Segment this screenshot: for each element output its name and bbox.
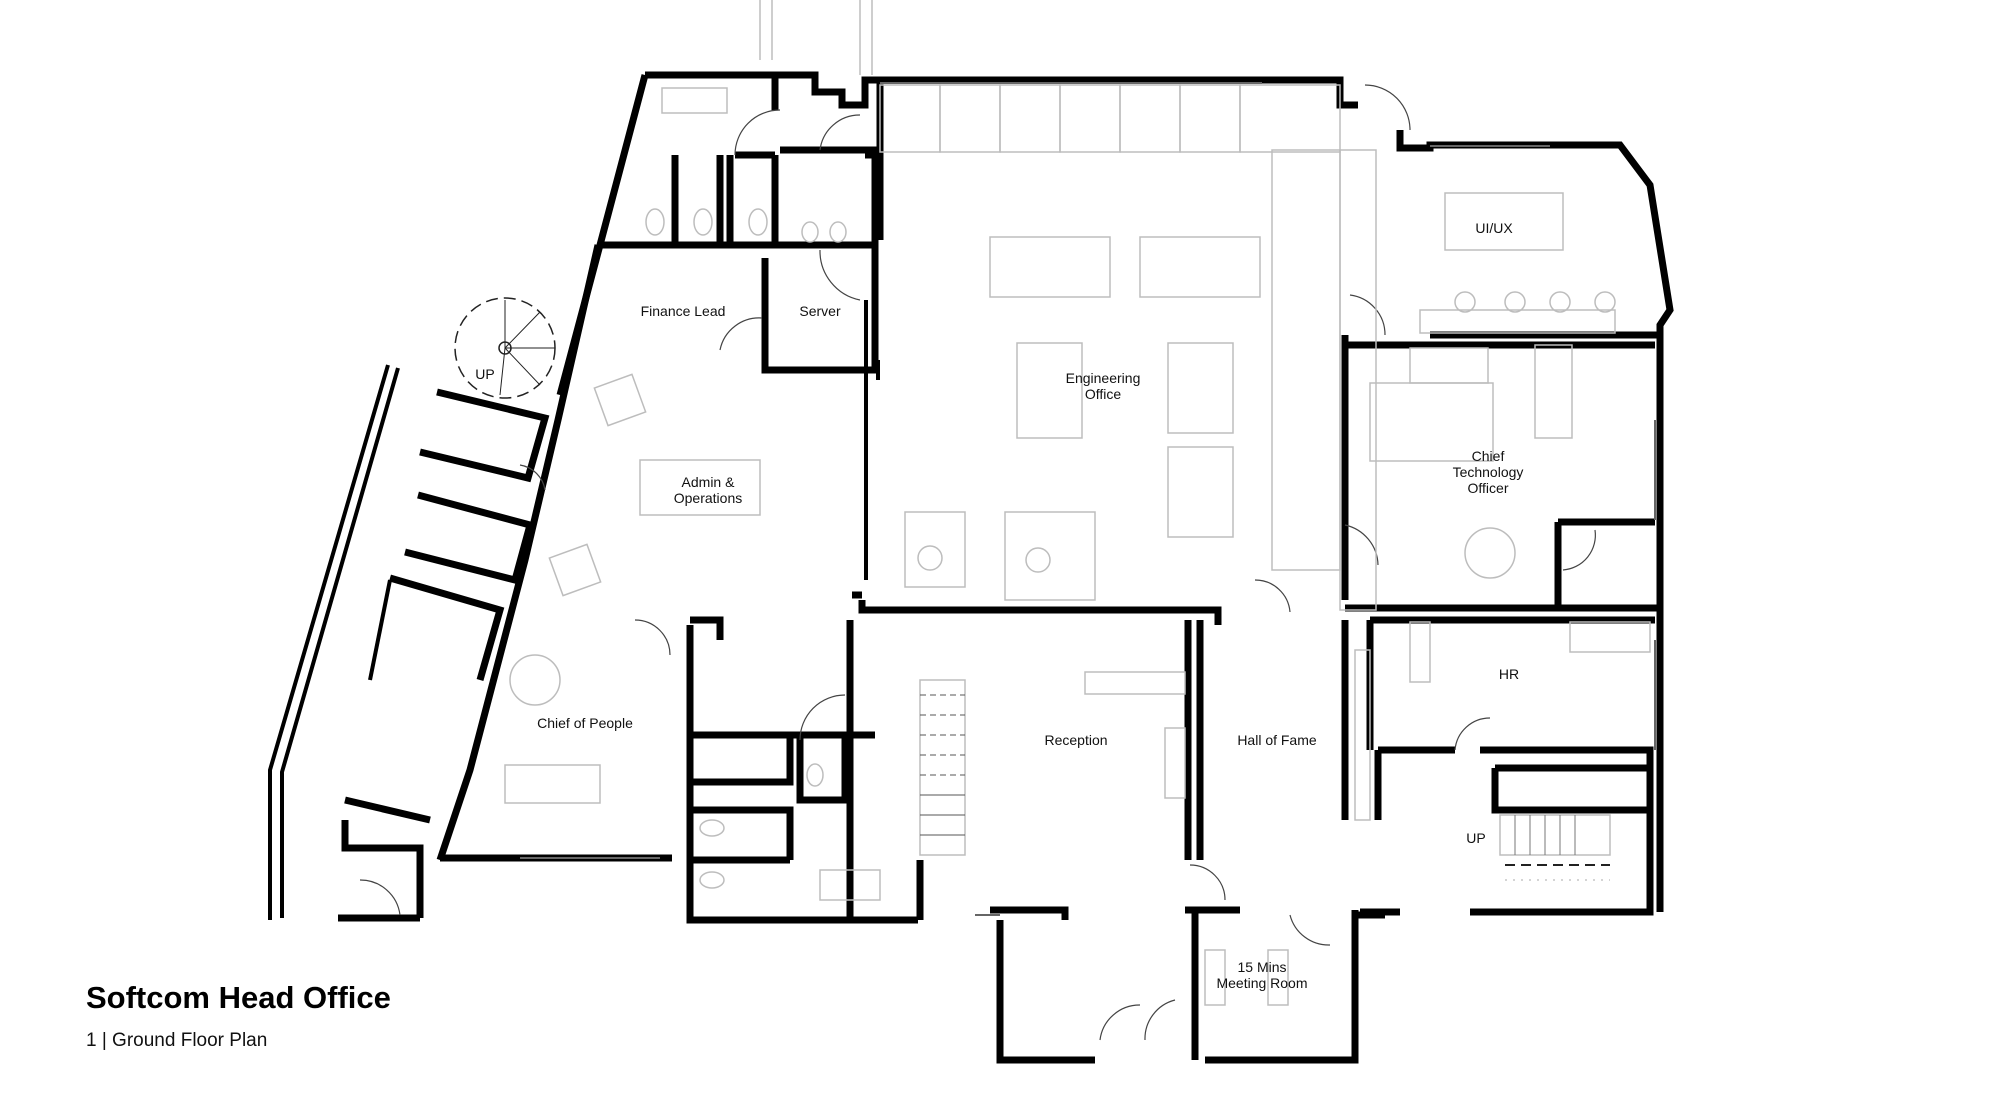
meeting-room-furniture xyxy=(1204,949,1289,1006)
uiux-furniture xyxy=(1419,192,1616,334)
hr-furniture xyxy=(1354,621,1651,821)
label-cto-3: Officer xyxy=(1468,480,1509,496)
cto-furniture xyxy=(1369,344,1573,579)
windows xyxy=(520,82,1656,916)
label-meeting-room-1: 15 Mins xyxy=(1237,959,1286,975)
label-hall-of-fame: Hall of Fame xyxy=(1237,732,1317,748)
label-meeting-room-2: Meeting Room xyxy=(1216,975,1307,991)
label-admin-1: Admin & xyxy=(682,474,736,490)
spiral-stair xyxy=(454,297,556,399)
label-server: Server xyxy=(799,303,841,319)
site-lines xyxy=(759,0,873,75)
label-spiral-stair-up: UP xyxy=(475,366,494,382)
admin-desk xyxy=(548,373,761,597)
label-cto-2: Technology xyxy=(1453,464,1524,480)
label-hr: HR xyxy=(1499,666,1519,682)
label-finance-lead: Finance Lead xyxy=(641,303,726,319)
reception-stair xyxy=(919,679,966,856)
label-engineering-2: Office xyxy=(1085,386,1122,402)
label-ui-ux: UI/UX xyxy=(1475,220,1513,236)
doors xyxy=(359,84,1596,1041)
label-admin-2: Operations xyxy=(674,490,742,506)
drawing-subtitle: 1 | Ground Floor Plan xyxy=(86,1030,268,1051)
window-benches xyxy=(879,84,1341,153)
label-cto-1: Chief xyxy=(1472,448,1505,464)
label-east-stair-up: UP xyxy=(1466,830,1485,846)
label-chief-of-people: Chief of People xyxy=(537,715,633,731)
room-labels: Finance Lead Server Engineering Office U… xyxy=(475,220,1523,991)
chief-of-people-furniture xyxy=(504,654,601,804)
toilet-fixtures xyxy=(645,87,881,901)
label-engineering-1: Engineering xyxy=(1066,370,1141,386)
label-reception: Reception xyxy=(1044,732,1107,748)
engineering-desks xyxy=(904,236,1261,601)
brick-wall-feature xyxy=(1271,149,1377,611)
east-stair xyxy=(1499,814,1611,881)
drawing-title: Softcom Head Office xyxy=(86,980,391,1015)
reception-desk xyxy=(1084,671,1186,799)
